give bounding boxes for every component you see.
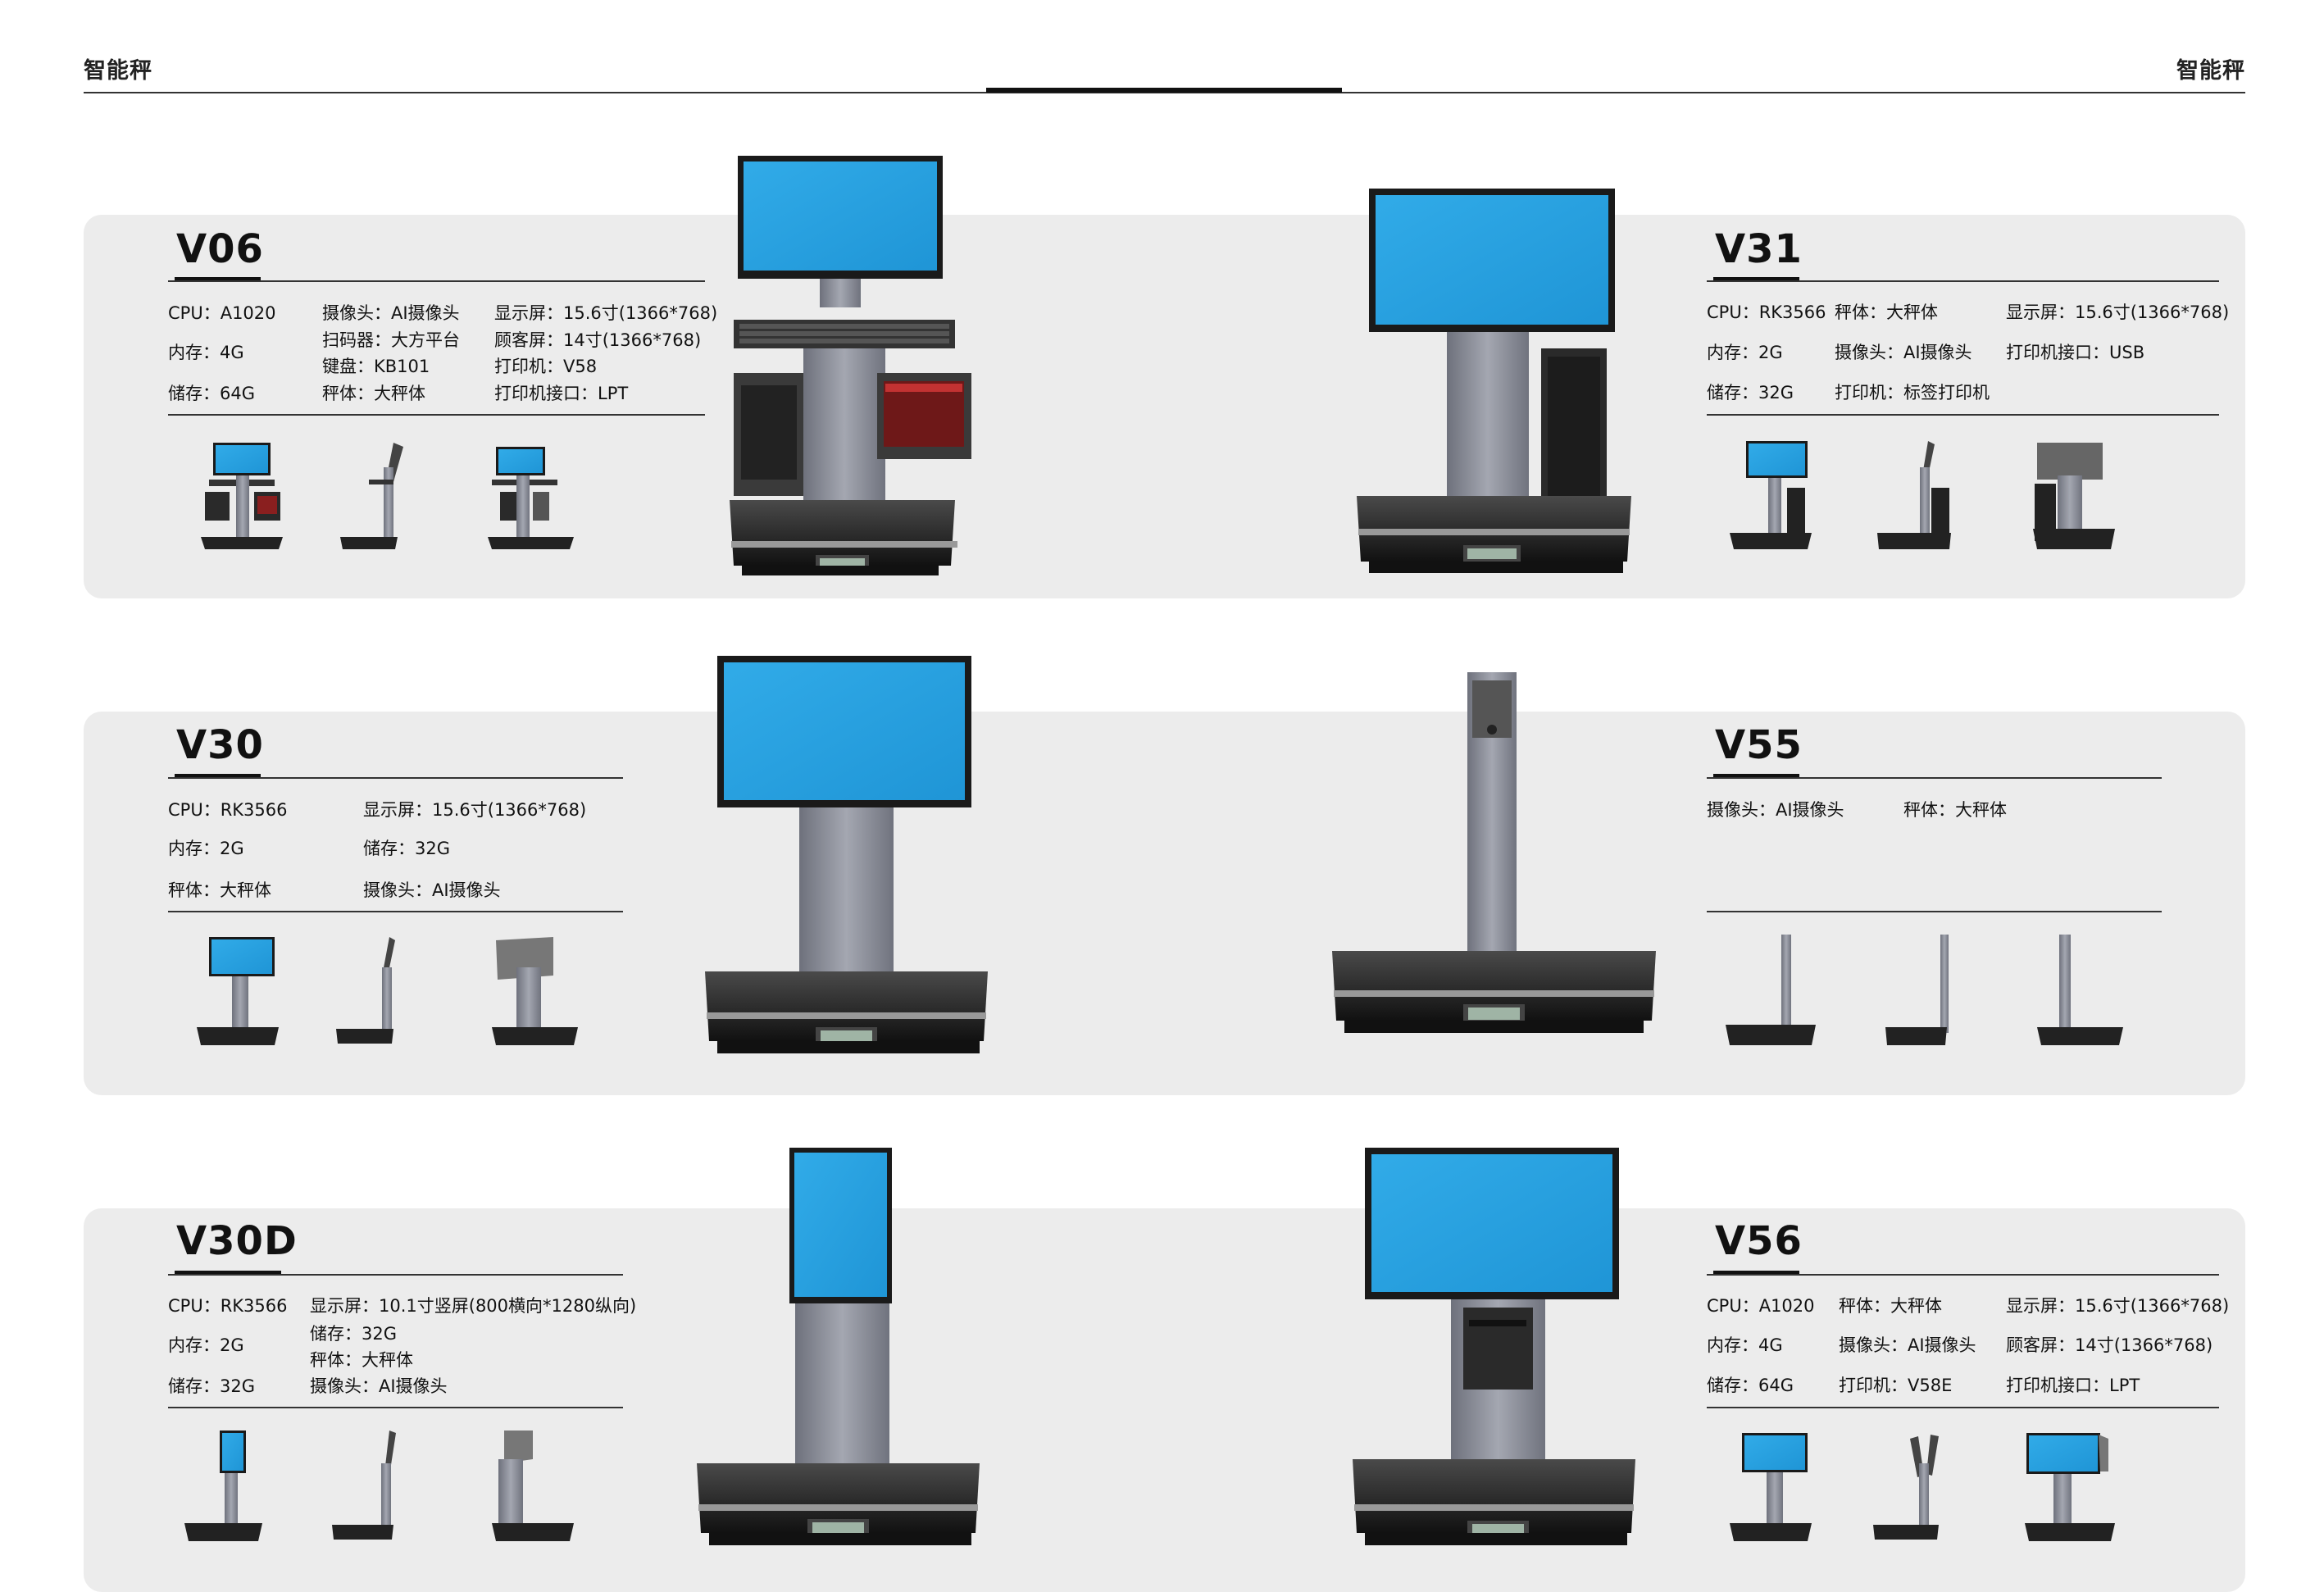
- spec-bottom-rule: [168, 1407, 623, 1408]
- spec-scale-body: 秤体：大秤体: [310, 1350, 413, 1370]
- model-title-v30: V30: [176, 722, 264, 768]
- spec-storage: 储存：32G: [168, 1376, 255, 1396]
- spec-storage-2: 储存：32G: [310, 1324, 397, 1344]
- spec-top-rule: [1707, 1274, 2219, 1276]
- spec-storage: 储存：32G: [1707, 383, 1794, 403]
- spec-bottom-rule: [168, 414, 705, 416]
- thumb-v55-front: [1726, 935, 1816, 1045]
- spec-display: 显示屏：15.6寸(1366*768): [2006, 302, 2230, 322]
- model-underline: [1713, 1271, 1799, 1276]
- spec-display: 显示屏：15.6寸(1366*768): [2006, 1296, 2230, 1316]
- thumb-v30d-side: [332, 1431, 396, 1540]
- spec-camera: 摄像头：AI摄像头: [322, 303, 460, 323]
- spec-memory: 内存：2G: [168, 1335, 244, 1355]
- product-image-v30d: [697, 1148, 980, 1545]
- product-image-v56: [1353, 1148, 1635, 1545]
- thumb-v06-front: [201, 443, 283, 549]
- spec-scale-body: 秤体：大秤体: [322, 384, 425, 403]
- thumb-v06-side: [340, 443, 403, 549]
- spec-top-rule: [168, 1274, 623, 1276]
- spec-memory: 内存：2G: [1707, 343, 1783, 362]
- spec-top-rule: [168, 280, 705, 282]
- header-rule: [84, 92, 2245, 93]
- spec-cpu: CPU：RK3566: [168, 800, 288, 820]
- thumb-v56-side: [1873, 1435, 1939, 1540]
- thumb-v30d-back: [492, 1431, 574, 1541]
- spec-scale-body: 秤体：大秤体: [1835, 302, 1938, 322]
- spec-cpu: CPU：RK3566: [1707, 302, 1826, 322]
- spec-scale-body: 秤体：大秤体: [1839, 1296, 1942, 1316]
- spec-top-rule: [1707, 280, 2219, 282]
- header-accent-bar: [986, 88, 1342, 93]
- model-title-v30d: V30D: [176, 1218, 298, 1264]
- thumb-v31-front: [1730, 441, 1812, 549]
- model-title-v55: V55: [1715, 722, 1803, 768]
- model-underline: [1713, 277, 1799, 282]
- thumb-v55-side: [1885, 935, 1949, 1045]
- spec-storage: 储存：64G: [168, 384, 255, 403]
- spec-storage: 储存：64G: [1707, 1376, 1794, 1395]
- spec-scanner: 扫码器：大方平台: [322, 330, 460, 350]
- spec-camera: 摄像头：AI摄像头: [1835, 343, 1972, 362]
- model-title-v31: V31: [1715, 226, 1803, 272]
- thumb-v56-front: [1730, 1433, 1812, 1541]
- spec-top-rule: [168, 777, 623, 779]
- product-image-v30: [705, 656, 988, 1053]
- spec-customer-display: 顾客屏：14寸(1366*768): [2006, 1335, 2213, 1355]
- spec-display: 显示屏：10.1寸竖屏(800横向*1280纵向): [310, 1296, 637, 1316]
- spec-display: 显示屏：15.6寸(1366*768): [494, 303, 718, 323]
- spec-cpu: CPU：A1020: [168, 303, 276, 323]
- spec-printer: 打印机：V58E: [1839, 1376, 1953, 1395]
- spec-printer-interface: 打印机接口：LPT: [494, 384, 629, 403]
- thumb-v55-back: [2037, 935, 2123, 1045]
- spec-memory: 内存：4G: [1707, 1335, 1783, 1355]
- model-title-v56: V56: [1715, 1218, 1803, 1264]
- header-title-right: 智能秤: [2176, 58, 2245, 84]
- spec-camera: 摄像头：AI摄像头: [1707, 800, 1844, 820]
- model-underline: [175, 1271, 281, 1276]
- spec-printer-interface: 打印机接口：USB: [2006, 343, 2145, 362]
- spec-memory: 内存：4G: [168, 343, 244, 362]
- spec-cpu: CPU：A1020: [1707, 1296, 1815, 1316]
- spec-bottom-rule: [1707, 1407, 2219, 1408]
- thumb-v30d-front: [184, 1431, 262, 1541]
- panel-row-2: [84, 712, 2245, 1095]
- thumb-v30-back: [492, 937, 578, 1045]
- thumb-v30-front: [197, 937, 279, 1045]
- header-title-left: 智能秤: [84, 58, 152, 84]
- spec-printer-interface: 打印机接口：LPT: [2006, 1376, 2140, 1395]
- product-image-v55: [1332, 672, 1656, 1033]
- spec-top-rule: [1707, 777, 2162, 779]
- spec-scale-body: 秤体：大秤体: [1903, 800, 2007, 820]
- thumb-v56-angle: [2025, 1433, 2115, 1541]
- spec-camera: 摄像头：AI摄像头: [1839, 1335, 1976, 1355]
- spec-customer-display: 顾客屏：14寸(1366*768): [494, 330, 702, 350]
- thumb-v31-back: [2033, 443, 2115, 549]
- spec-bottom-rule: [1707, 414, 2219, 416]
- thumb-v06-angle: [488, 447, 574, 549]
- spec-storage: 储存：32G: [363, 839, 450, 858]
- spec-camera: 摄像头：AI摄像头: [363, 880, 501, 900]
- thumb-v31-side: [1877, 441, 1951, 549]
- spec-bottom-rule: [168, 911, 623, 912]
- model-underline: [175, 774, 261, 779]
- spec-keyboard: 键盘：KB101: [322, 357, 430, 376]
- model-title-v06: V06: [176, 226, 264, 272]
- model-underline: [1713, 774, 1799, 779]
- spec-cpu: CPU：RK3566: [168, 1296, 288, 1316]
- spec-scale-body: 秤体：大秤体: [168, 880, 271, 900]
- spec-camera: 摄像头：AI摄像头: [310, 1376, 448, 1396]
- spec-memory: 内存：2G: [168, 839, 244, 858]
- spec-display: 显示屏：15.6寸(1366*768): [363, 800, 587, 820]
- product-image-v06: [730, 156, 971, 575]
- spec-printer: 打印机：V58: [494, 357, 598, 376]
- spec-bottom-rule: [1707, 911, 2162, 912]
- model-underline: [175, 277, 261, 282]
- thumb-v30-side: [336, 937, 395, 1044]
- product-image-v31: [1357, 189, 1631, 573]
- spec-printer: 打印机：标签打印机: [1835, 383, 1990, 403]
